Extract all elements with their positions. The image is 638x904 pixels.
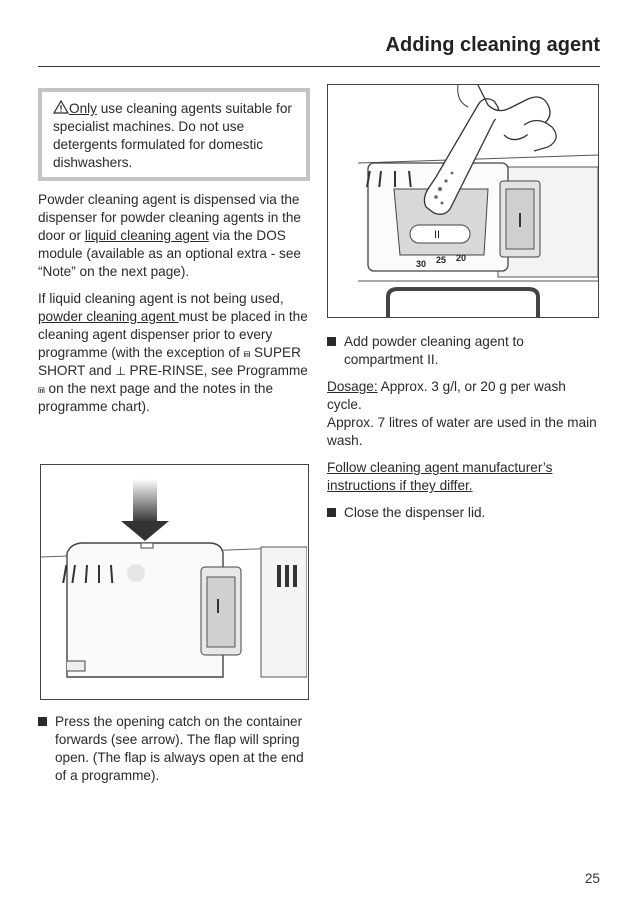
bullet-add-powder: Add powder cleaning agent to compartment… (327, 333, 600, 369)
warning-lead: Only (69, 101, 97, 116)
dosage-label: Dosage: (327, 379, 378, 394)
p2-text: If liquid cleaning agent is not being us… (38, 291, 284, 306)
paragraph-powder: If liquid cleaning agent is not being us… (38, 290, 310, 416)
figure-adding-powder: II 30 25 20 (327, 84, 599, 318)
mark-25: 25 (436, 255, 446, 265)
p2-text-b: must be placed in the cleaning agent dis… (38, 309, 308, 360)
header-rule (38, 66, 600, 67)
p1-text: Powder cleaning agent is dispensed via t… (38, 192, 301, 243)
paragraph-dispensing: Powder cleaning agent is dispensed via t… (38, 191, 310, 281)
warning-text: use cleaning agents suitable for special… (53, 101, 292, 170)
bullet-press-text: Press the opening catch on the container… (55, 714, 304, 783)
dosage-text-2: Approx. 7 litres of water are used in th… (327, 415, 597, 448)
p2-text-e: on the next page and the notes in the pr… (38, 381, 274, 414)
bullet-close-lid: Close the dispenser lid. (327, 504, 600, 522)
paragraph-dosage: Dosage: Approx. 3 g/l, or 20 g per wash … (327, 378, 600, 450)
super-short-symbol-icon: ⩎ (243, 346, 251, 360)
bullet-square-icon (38, 717, 47, 726)
p2-text-c: SUPER SHORT and (38, 345, 301, 378)
pre-rinse-symbol-icon: ⊥ (115, 364, 126, 378)
page-title: Adding cleaning agent (385, 34, 600, 56)
left-bullet-block: Press the opening catch on the container… (38, 713, 310, 785)
liquid-agent-link: liquid cleaning agent (84, 228, 209, 243)
p1-text-end: via the DOS module (available as an opti… (38, 228, 301, 279)
right-text: Add powder cleaning agent to compartment… (327, 333, 600, 522)
mark-20: 20 (456, 253, 466, 263)
warning-triangle-icon (52, 99, 70, 116)
programme-symbol-icon: ⩎ (38, 382, 45, 396)
bullet-close-text: Close the dispenser lid. (344, 505, 486, 520)
bullet-add-text: Add powder cleaning agent to compartment… (344, 334, 524, 367)
bullet-square-icon (327, 508, 336, 517)
page-number: 25 (584, 871, 600, 886)
warning-box: Only use cleaning agents suitable for sp… (38, 88, 310, 181)
compartment-ii-label: II (434, 229, 440, 241)
figure-dispenser-closed (40, 464, 309, 700)
powder-agent-link: powder cleaning agent (38, 309, 179, 324)
p2-text-d: PRE-RINSE, see Programme (125, 363, 308, 378)
bullet-press-catch: Press the opening catch on the container… (38, 713, 310, 785)
follow-instructions: Follow cleaning agent manufacturer’s ins… (327, 460, 553, 493)
bullet-square-icon (327, 337, 336, 346)
left-text: Powder cleaning agent is dispensed via t… (38, 191, 310, 416)
mark-30: 30 (416, 259, 426, 269)
dosage-text: Approx. 3 g/l, or 20 g per wash cycle. (327, 379, 566, 412)
